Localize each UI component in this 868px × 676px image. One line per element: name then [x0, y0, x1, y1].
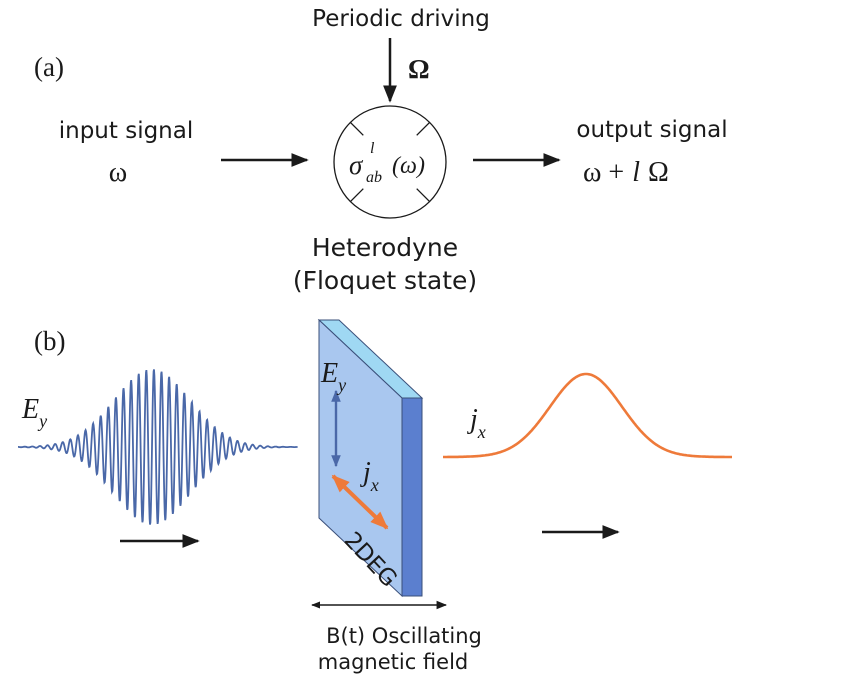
- magnetic-field-label-line1: B(t) Oscillating: [326, 624, 482, 648]
- outgoing-current-symbol: j: [467, 404, 478, 435]
- incident-field-label: Ey: [21, 394, 47, 431]
- slab-current-symbol: j: [360, 457, 371, 488]
- slab-field-subscript: y: [336, 375, 346, 395]
- incident-wave-packet: [18, 369, 298, 525]
- heterodyne-caption: Heterodyne: [312, 233, 458, 262]
- mixer-cross-tl: [349, 121, 364, 136]
- periodic-driving-label: Periodic driving: [312, 6, 490, 32]
- outgoing-current-label: jx: [467, 404, 486, 442]
- magnetic-field-label-line2: magnetic field: [318, 650, 469, 674]
- slab-side-face: [401, 397, 423, 597]
- driving-frequency-omega: Ω: [408, 54, 430, 84]
- panel-a-label: (a): [34, 52, 64, 82]
- conductivity-argument: (ω): [392, 153, 425, 179]
- outgoing-current-subscript: x: [477, 422, 486, 442]
- conductivity-superscript: l: [370, 140, 375, 157]
- outgoing-current-pulse: [443, 372, 732, 459]
- floquet-state-caption: (Floquet state): [293, 266, 477, 295]
- input-signal-label: input signal: [59, 118, 194, 144]
- conductivity-sigma: σ: [349, 150, 364, 180]
- panel-b-label: (b): [34, 326, 65, 356]
- heterodyne-element: σ l ab (ω): [333, 105, 447, 219]
- incident-field-symbol: E: [21, 394, 39, 425]
- output-frequency-omega: Ω: [648, 157, 669, 188]
- slab-current-arrow: [331, 474, 389, 530]
- mixer-cross-bl: [349, 188, 364, 203]
- panel-b: (b) Ey 2DEG Ey jx B(t) Oscillating magne…: [18, 318, 732, 674]
- mixer-cross-tr: [416, 121, 431, 136]
- input-frequency-omega: ω: [109, 157, 127, 188]
- slab-current-subscript: x: [370, 475, 379, 495]
- output-frequency-l: l: [632, 157, 640, 188]
- conductivity-subscript: ab: [366, 169, 382, 186]
- panel-a: (a) Periodic driving Ω input signal ω σ …: [34, 6, 728, 295]
- output-frequency-base: ω +: [583, 157, 624, 188]
- slab-field-symbol: E: [320, 358, 338, 389]
- slab-current-label: jx: [360, 457, 379, 495]
- output-signal-label: output signal: [576, 117, 727, 143]
- incident-field-subscript: y: [37, 411, 47, 431]
- slab-field-label: Ey: [320, 358, 346, 395]
- mixer-cross-br: [416, 188, 431, 203]
